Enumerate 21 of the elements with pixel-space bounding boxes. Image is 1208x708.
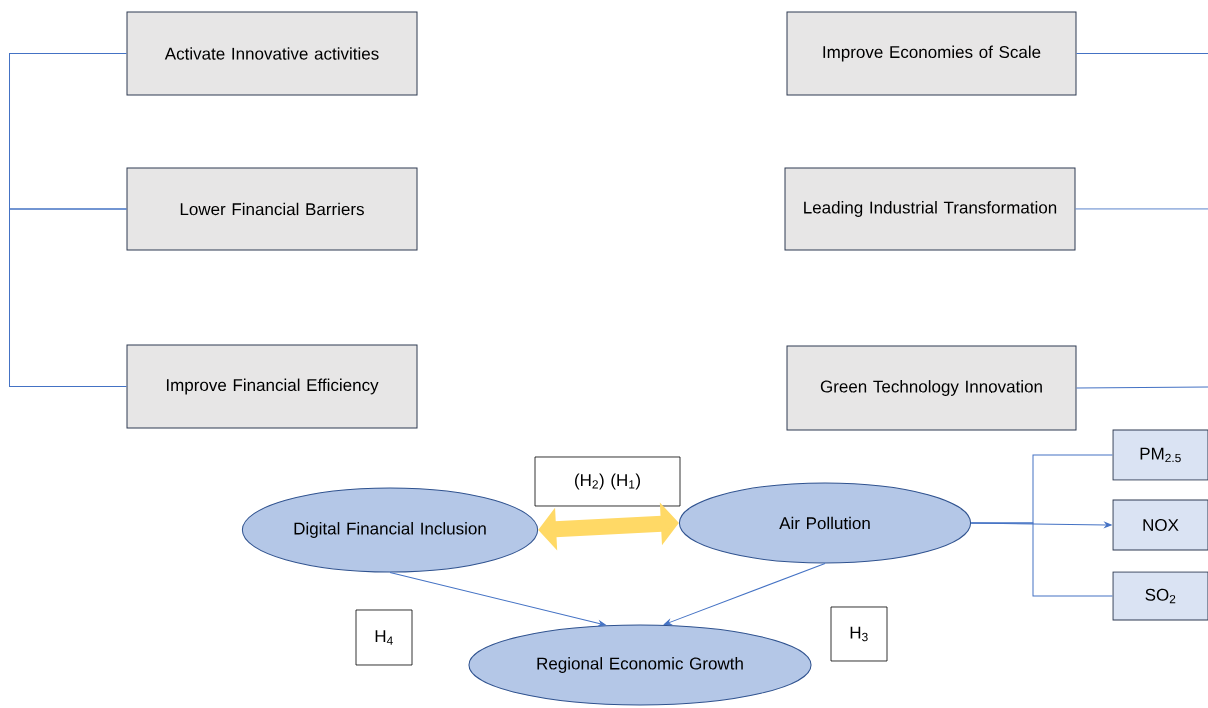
hypothesis-box: H$_{3}$	[830, 606, 888, 662]
double-arrow	[538, 502, 679, 551]
process-box: Leading Industrial Transformation	[784, 167, 1076, 251]
process-box: Green Technology Innovation	[786, 345, 1077, 431]
arrow	[389, 572, 606, 627]
arrow	[663, 563, 826, 625]
connector-line	[1075, 208, 1208, 210]
connector-line	[1076, 386, 1208, 389]
process-box: Improve Financial Efficiency	[126, 344, 418, 429]
process-box: Lower Financial Barriers	[126, 167, 418, 251]
process-box: Improve Economies of Scale	[786, 11, 1077, 96]
connector-line	[970, 522, 1113, 597]
connector-line	[9, 208, 127, 387]
hypothesis-box: H$_{4}$	[355, 609, 413, 666]
connector-line	[1076, 53, 1208, 54]
connector-line	[9, 53, 127, 210]
indicator-box: NOX	[1112, 499, 1208, 551]
indicator-box: PM$_{2.5}$	[1112, 429, 1208, 481]
indicator-box: SO$_{2}$	[1112, 571, 1208, 621]
hypothesis-box: (H$_{2}$) (H$_{1}$)	[534, 456, 681, 507]
process-box: Activate Innovative activities	[126, 11, 418, 96]
